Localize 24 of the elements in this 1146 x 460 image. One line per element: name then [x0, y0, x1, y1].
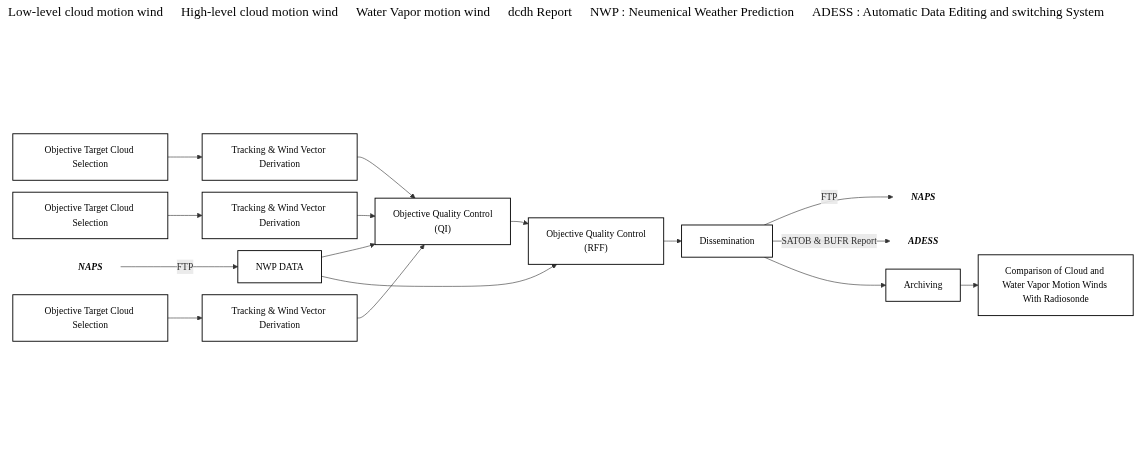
node-box: Comparison of Cloud and Water Vapor Motion Winds With Radiosonde: [977, 254, 1134, 317]
node-box: Objective Quality Control (RFF): [527, 217, 665, 266]
node-box: Tracking & Wind Vector Derivation: [201, 294, 358, 343]
note-text: dcdh Report: [508, 4, 572, 20]
note-text: Low-level cloud motion wind: [8, 4, 163, 20]
note-text: High-level cloud motion wind: [180, 4, 338, 20]
node-box: Archiving: [885, 269, 961, 303]
node-box: Objective Target Cloud Selection: [12, 192, 169, 240]
edge-label: SATOB & BUFR Report: [781, 236, 877, 247]
edge-label: FTP: [176, 261, 194, 272]
note-text: NWP : Neumenical Weather Prediction: [589, 4, 794, 20]
node-box: Objective Target Cloud Selection: [12, 294, 169, 343]
node-box: Tracking & Wind Vector Derivation: [201, 192, 358, 240]
node-box: Tracking & Wind Vector Derivation: [201, 133, 358, 182]
note-text: ADESS : Automatic Data Editing and switching System: [812, 4, 1105, 20]
node-text: NAPS: [78, 261, 103, 272]
node-box: Objective Target Cloud Selection: [12, 133, 169, 182]
edge-label: FTP: [820, 192, 838, 203]
node-text: NAPS: [910, 192, 936, 203]
node-box: NWP DATA: [237, 250, 322, 284]
note-text: Water Vapor motion wind: [355, 4, 491, 20]
node-box: Objective Quality Control (QI): [374, 198, 511, 246]
node-box: Dissemination: [681, 225, 773, 259]
node-text: ADESS: [907, 236, 939, 247]
